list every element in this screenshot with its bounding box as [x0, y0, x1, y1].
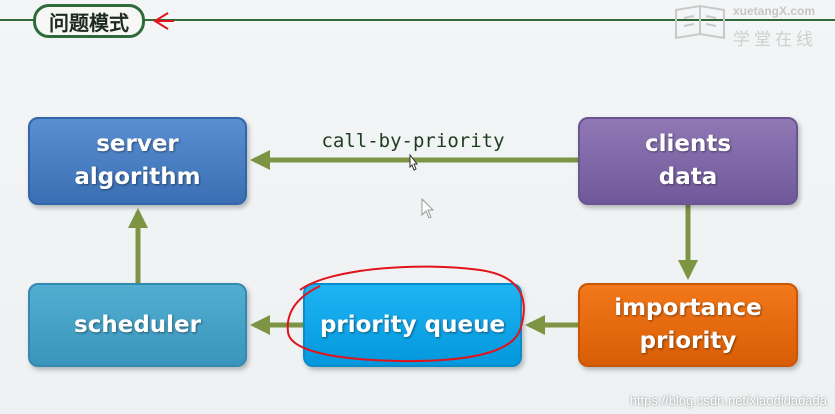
logo-chinese: 学堂在线: [733, 30, 817, 50]
node-scheduler: scheduler: [28, 283, 247, 367]
hand-cursor-icon: [409, 153, 419, 171]
logo-text: xuetangX.com: [733, 4, 816, 18]
node-importance-priority: importance priority: [578, 283, 798, 367]
edge-label-call-by-priority: call-by-priority: [321, 130, 505, 152]
xuetangx-logo-icon: [675, 4, 725, 40]
watermark-url: https://blog.csdn.net/xiaodidadada: [629, 393, 827, 408]
header-rule: [0, 19, 835, 21]
node-clients-data: clients data: [578, 117, 798, 205]
title-pointer-icon: [153, 12, 174, 30]
page-title: 问题模式: [33, 4, 145, 38]
node-priority-queue: priority queue: [303, 283, 522, 367]
node-server-algorithm: server algorithm: [28, 117, 247, 205]
red-circle-annotation: [286, 265, 525, 363]
arrow-cursor-icon: [421, 197, 435, 219]
